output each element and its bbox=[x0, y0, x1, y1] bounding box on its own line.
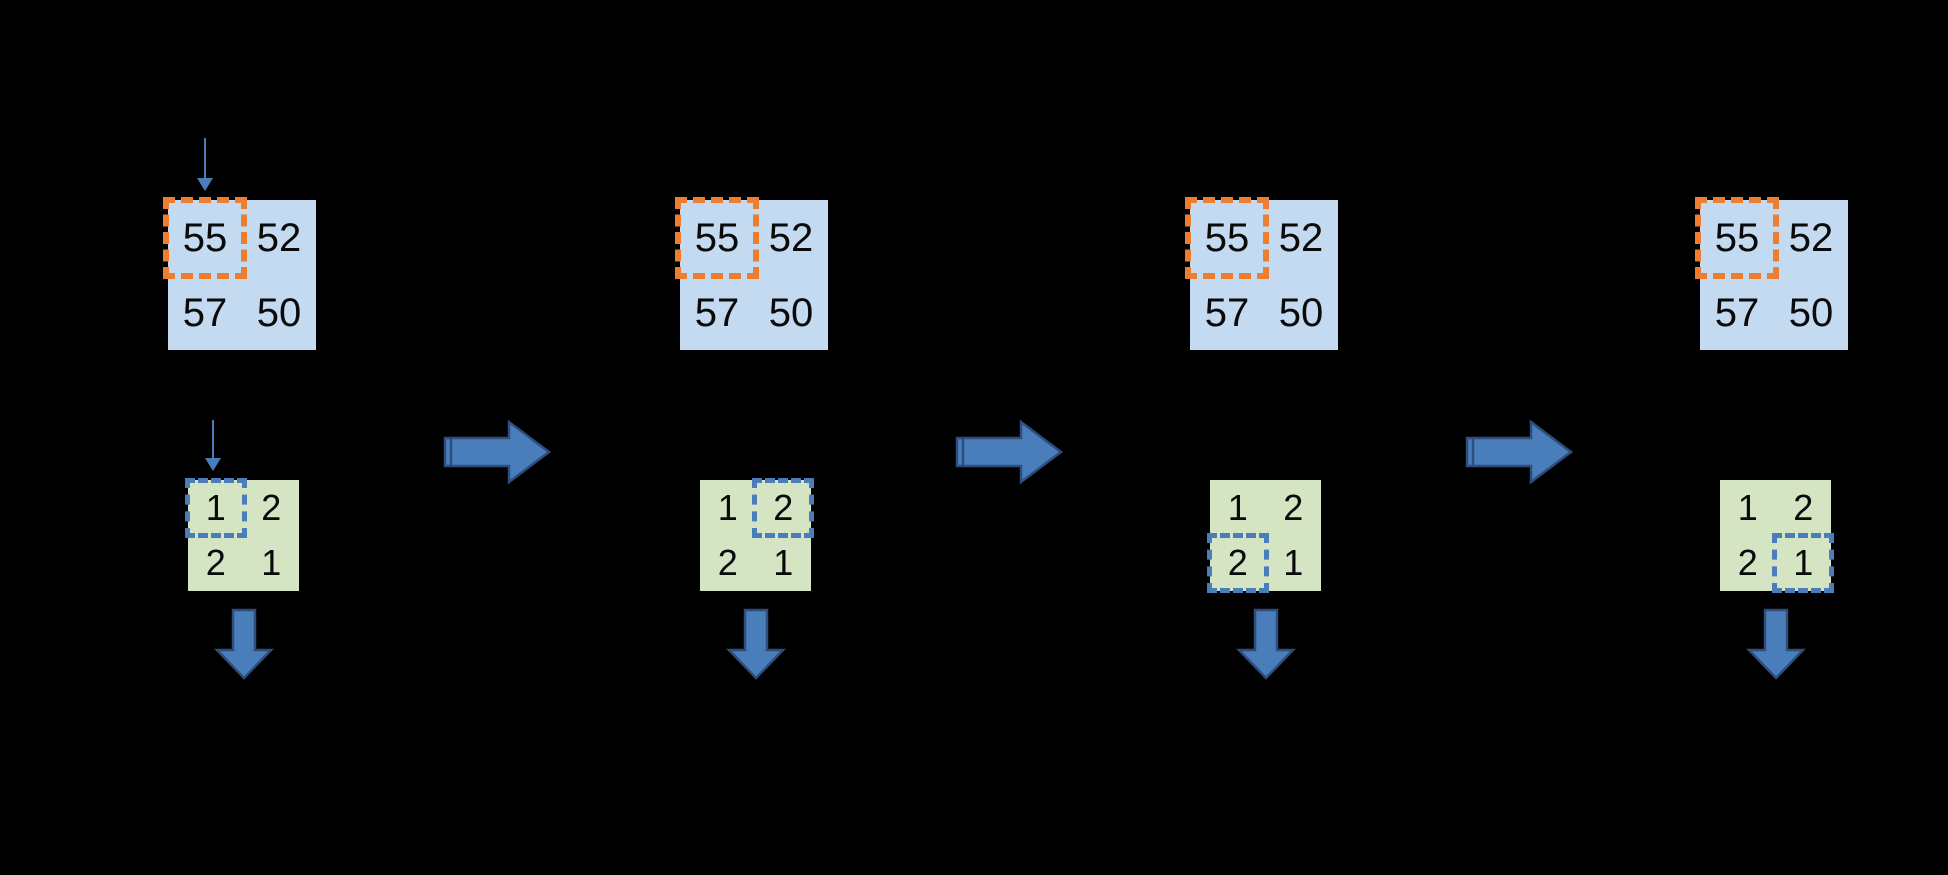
down-arrow-icon-stage1 bbox=[213, 608, 275, 680]
input-matrix-stage1-cell-r0c0: 55 bbox=[182, 215, 228, 260]
kernel-matrix-stage4-cell-r1c1: 1 bbox=[1793, 542, 1814, 584]
kernel-pointer-arrow-icon-head bbox=[205, 458, 221, 471]
right-arrow-icon-stage2 bbox=[955, 418, 1064, 486]
input-matrix-stage3-cell-r0c1: 52 bbox=[1278, 215, 1324, 260]
kernel-pointer-arrow-icon-shaft bbox=[212, 420, 214, 458]
input-pointer-arrow-icon-shaft bbox=[204, 138, 206, 178]
down-arrow-icon-stage2 bbox=[725, 608, 787, 680]
input-matrix-stage4-cell-r0c0: 55 bbox=[1714, 215, 1760, 260]
kernel-matrix-stage2-cell-r0c0: 1 bbox=[717, 486, 738, 528]
input-pointer-arrow-icon-head bbox=[197, 178, 213, 191]
right-arrow-icon-stage1 bbox=[443, 418, 552, 486]
input-matrix-stage3-cell-r0c0: 55 bbox=[1204, 215, 1250, 260]
input-matrix-stage2-cell-r1c0: 57 bbox=[694, 290, 740, 335]
kernel-matrix-stage1-cell-r1c0: 2 bbox=[205, 542, 226, 584]
down-arrow-icon-stage3 bbox=[1235, 608, 1297, 680]
input-matrix-stage1-cell-r0c1: 52 bbox=[256, 215, 302, 260]
kernel-matrix-stage2-cell-r1c1: 1 bbox=[773, 542, 794, 584]
input-matrix-stage3-cell-r1c0: 57 bbox=[1204, 290, 1250, 335]
kernel-matrix-stage3-cell-r1c1: 1 bbox=[1283, 542, 1304, 584]
kernel-matrix-stage2-cell-r0c1: 2 bbox=[773, 486, 794, 528]
kernel-matrix-stage3-cell-r0c1: 2 bbox=[1283, 486, 1304, 528]
kernel-matrix-stage3-cell-r1c0: 2 bbox=[1227, 542, 1248, 584]
kernel-matrix-stage4-cell-r1c0: 2 bbox=[1737, 542, 1758, 584]
input-matrix-stage1-cell-r1c1: 50 bbox=[256, 290, 302, 335]
down-arrow-icon-stage4 bbox=[1745, 608, 1807, 680]
input-matrix-stage4-cell-r0c1: 52 bbox=[1788, 215, 1834, 260]
input-matrix-stage3: 55 52 57 50 bbox=[1190, 200, 1338, 350]
input-matrix-stage2-cell-r0c1: 52 bbox=[768, 215, 814, 260]
input-matrix-stage1-cell-r1c0: 57 bbox=[182, 290, 228, 335]
kernel-matrix-stage1-cell-r1c1: 1 bbox=[261, 542, 282, 584]
input-matrix-stage2: 55 52 57 50 bbox=[680, 200, 828, 350]
input-matrix-stage4-cell-r1c1: 50 bbox=[1788, 290, 1834, 335]
kernel-matrix-stage1-cell-r0c1: 2 bbox=[261, 486, 282, 528]
kernel-matrix-stage1-cell-r0c0: 1 bbox=[205, 486, 226, 528]
input-matrix-stage4: 55 52 57 50 bbox=[1700, 200, 1848, 350]
kernel-pointer-arrow-icon bbox=[202, 420, 224, 471]
input-matrix-stage4-cell-r1c0: 57 bbox=[1714, 290, 1760, 335]
input-pointer-arrow-icon bbox=[194, 138, 216, 191]
input-matrix-stage3-cell-r1c1: 50 bbox=[1278, 290, 1324, 335]
kernel-matrix-stage3-cell-r0c0: 1 bbox=[1227, 486, 1248, 528]
input-matrix-stage2-cell-r0c0: 55 bbox=[694, 215, 740, 260]
kernel-matrix-stage2-cell-r1c0: 2 bbox=[717, 542, 738, 584]
kernel-matrix-stage4-cell-r0c0: 1 bbox=[1737, 486, 1758, 528]
right-arrow-icon-stage3 bbox=[1465, 418, 1574, 486]
kernel-matrix-stage4-cell-r0c1: 2 bbox=[1793, 486, 1814, 528]
input-matrix-stage2-cell-r1c1: 50 bbox=[768, 290, 814, 335]
